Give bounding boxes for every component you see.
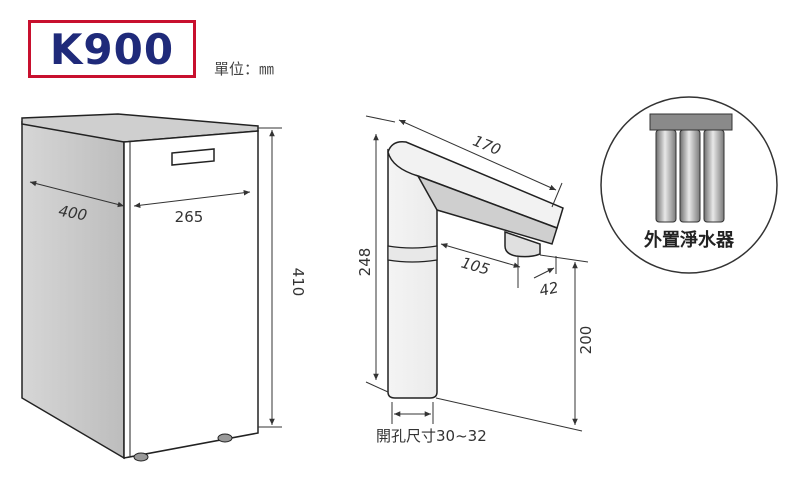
faucet-length-ext-right (551, 182, 563, 208)
faucet-reach-dimension-line (440, 243, 521, 268)
cabinet-depth-label: 400 (57, 202, 88, 225)
faucet-length-ext-left (365, 115, 396, 123)
faucet-height-label: 248 (356, 248, 374, 277)
unit-label: 單位：㎜ (214, 60, 275, 78)
filter-callout: 外置淨水器 (600, 96, 778, 274)
faucet-length-label: 170 (470, 132, 503, 159)
faucet-band (387, 245, 438, 263)
faucet-length-dimension-line (398, 119, 557, 191)
filter-cartridge-2 (679, 129, 701, 223)
cabinet-side-panel (21, 121, 125, 460)
faucet-offset-arrow (533, 267, 555, 279)
model-title-box: K900 (28, 20, 196, 78)
cabinet-height-label: 410 (289, 268, 307, 297)
faucet-clearance-label: 200 (577, 326, 595, 355)
cabinet-foot-right (217, 433, 233, 443)
cabinet-handle (171, 148, 215, 166)
cabinet-foot-left (133, 452, 149, 462)
cabinet-width-dimension-line (133, 189, 251, 209)
filter-cartridge-1 (655, 129, 677, 223)
model-name: K900 (49, 24, 175, 74)
cabinet (21, 113, 259, 462)
faucet-offset-label: 42 (538, 278, 560, 300)
filter-cartridge-3 (703, 129, 725, 223)
cabinet-width-label: 265 (175, 208, 204, 226)
filter-label: 外置淨水器 (644, 229, 735, 251)
faucet-spout-front (416, 174, 558, 245)
filter-head (649, 113, 733, 131)
faucet-clearance-ext-top (539, 254, 589, 263)
faucet-clearance-ext-bottom (435, 397, 583, 432)
cabinet-front-panel (123, 130, 259, 459)
faucet-height-ext-bottom (365, 381, 389, 393)
cabinet-depth-dimension-line (29, 180, 125, 208)
hole-size-label: 開孔尺寸30~32 (376, 427, 487, 445)
